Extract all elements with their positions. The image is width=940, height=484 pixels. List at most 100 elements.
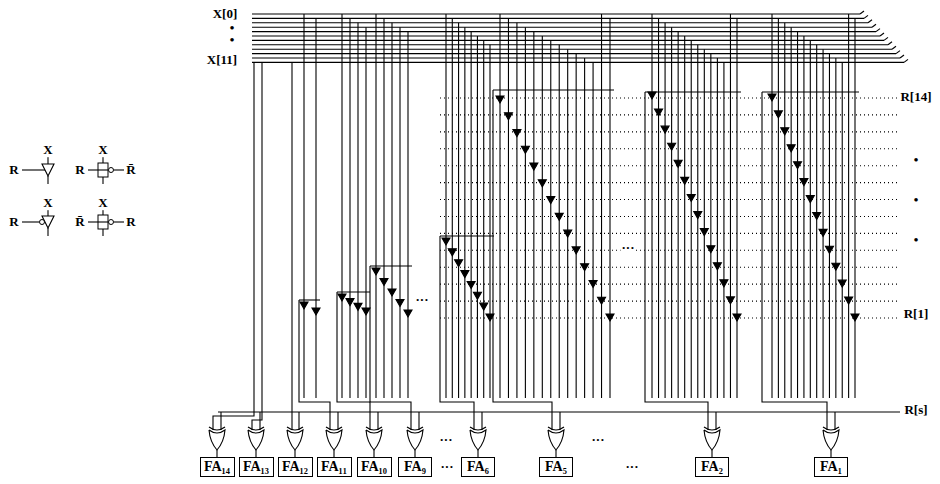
rs-input [220, 412, 221, 430]
rs-input [298, 412, 299, 430]
tap-line [516, 23, 517, 398]
tristate-buffer [668, 143, 676, 150]
tristate-buffer [713, 263, 721, 270]
tristate-buffer [806, 196, 814, 203]
tap-line [697, 45, 698, 398]
tap-line [477, 36, 478, 398]
xor-arc [287, 427, 303, 430]
signal-label: X [42, 143, 53, 157]
full-adder-label: FA₁ [820, 460, 842, 474]
tap-line [489, 45, 490, 398]
signal-label: • [229, 33, 236, 47]
tristate-buffer [448, 249, 456, 256]
tap-line [383, 18, 384, 398]
full-adder-box: FA₁₀ [357, 457, 392, 477]
rs-input [259, 412, 260, 430]
rs-input [715, 412, 716, 430]
rs-input [418, 412, 419, 430]
tristate-buffer [694, 212, 702, 219]
tristate-buffer [338, 294, 346, 301]
signal-label: R[14] [899, 90, 932, 104]
tap-line [471, 32, 472, 398]
tap-line [835, 58, 836, 398]
xor-gate [209, 430, 225, 450]
collector-top [299, 299, 320, 300]
collector-wire [440, 236, 474, 430]
tap-line [609, 18, 610, 398]
tristate-buffer [768, 94, 776, 101]
tristate-buffer [473, 292, 481, 299]
key-wire [47, 209, 48, 216]
tap-line [730, 14, 731, 398]
tristate-buffer [687, 194, 695, 201]
tristate-buffer [589, 280, 597, 287]
full-adder-box: FA₁₁ [317, 457, 352, 477]
tap-line [854, 18, 855, 398]
tap-line [303, 14, 304, 398]
tap-line [584, 58, 585, 398]
tristate-buffer [832, 263, 840, 270]
tristate-buffer [648, 92, 656, 99]
x-bus-end [860, 11, 864, 14]
key-wire [102, 229, 103, 236]
tristate-buffer [681, 177, 689, 184]
xor-arc [326, 427, 342, 430]
tap-line [464, 27, 465, 398]
collector-top [440, 235, 494, 236]
full-adder-label: FA₁₂ [282, 460, 308, 474]
xor-output [477, 450, 478, 457]
tristate-buffer [530, 163, 538, 170]
tap-line [736, 18, 737, 398]
signal-label: R̄ [74, 215, 85, 229]
full-adder-box: FA₅ [539, 457, 573, 477]
x-bus-line [252, 27, 872, 28]
x-bus-line [252, 53, 896, 54]
key-wire [47, 228, 48, 236]
tristate-buffer [787, 145, 795, 152]
full-adder-box: FA₁ [814, 457, 848, 477]
key-wire [98, 169, 108, 170]
tristate-buffer [396, 300, 404, 307]
tristate-buffer [455, 260, 463, 267]
tap-line [550, 40, 551, 398]
x-bus-end [896, 51, 900, 54]
signal-label: R [8, 163, 19, 177]
tap-line [691, 40, 692, 398]
collector-top [645, 91, 741, 92]
tap-line [671, 27, 672, 398]
inversion-bubble [109, 168, 114, 173]
tap-line [499, 14, 500, 398]
collector-top [493, 89, 614, 90]
tristate-buffer [513, 130, 521, 137]
tristate-buffer [404, 310, 412, 317]
signal-label: X [97, 143, 108, 157]
x-bus-line [252, 31, 876, 32]
rs-input [337, 412, 338, 430]
full-adder-label: FA₉ [404, 460, 426, 474]
tap-line [349, 18, 350, 398]
tap-line [508, 18, 509, 398]
full-adder-box: FA₆ [461, 457, 495, 477]
rs-input [377, 412, 378, 430]
collector-top [337, 291, 370, 292]
signal-label: ··· [590, 433, 605, 447]
tristate-buffer [661, 126, 669, 133]
xor-output [830, 450, 831, 457]
tristate-buffer [726, 297, 734, 304]
tristate-buffer [598, 297, 606, 304]
tristate-buffer [774, 111, 782, 118]
signal-label: X[11] [206, 53, 238, 67]
signal-label: X[0] [212, 7, 239, 21]
tristate-buffer [720, 280, 728, 287]
full-adder-box: FA₁₄ [200, 457, 235, 477]
xor-gate [248, 430, 264, 450]
tristate-buffer [581, 264, 589, 271]
x-bus-end [864, 15, 868, 18]
x-bus-end [876, 29, 880, 32]
key-wire [47, 176, 48, 184]
x-bus-end [872, 24, 876, 27]
tristate-buffer [380, 279, 388, 286]
xor-gate [823, 430, 839, 450]
tristate-buffer [312, 308, 320, 315]
